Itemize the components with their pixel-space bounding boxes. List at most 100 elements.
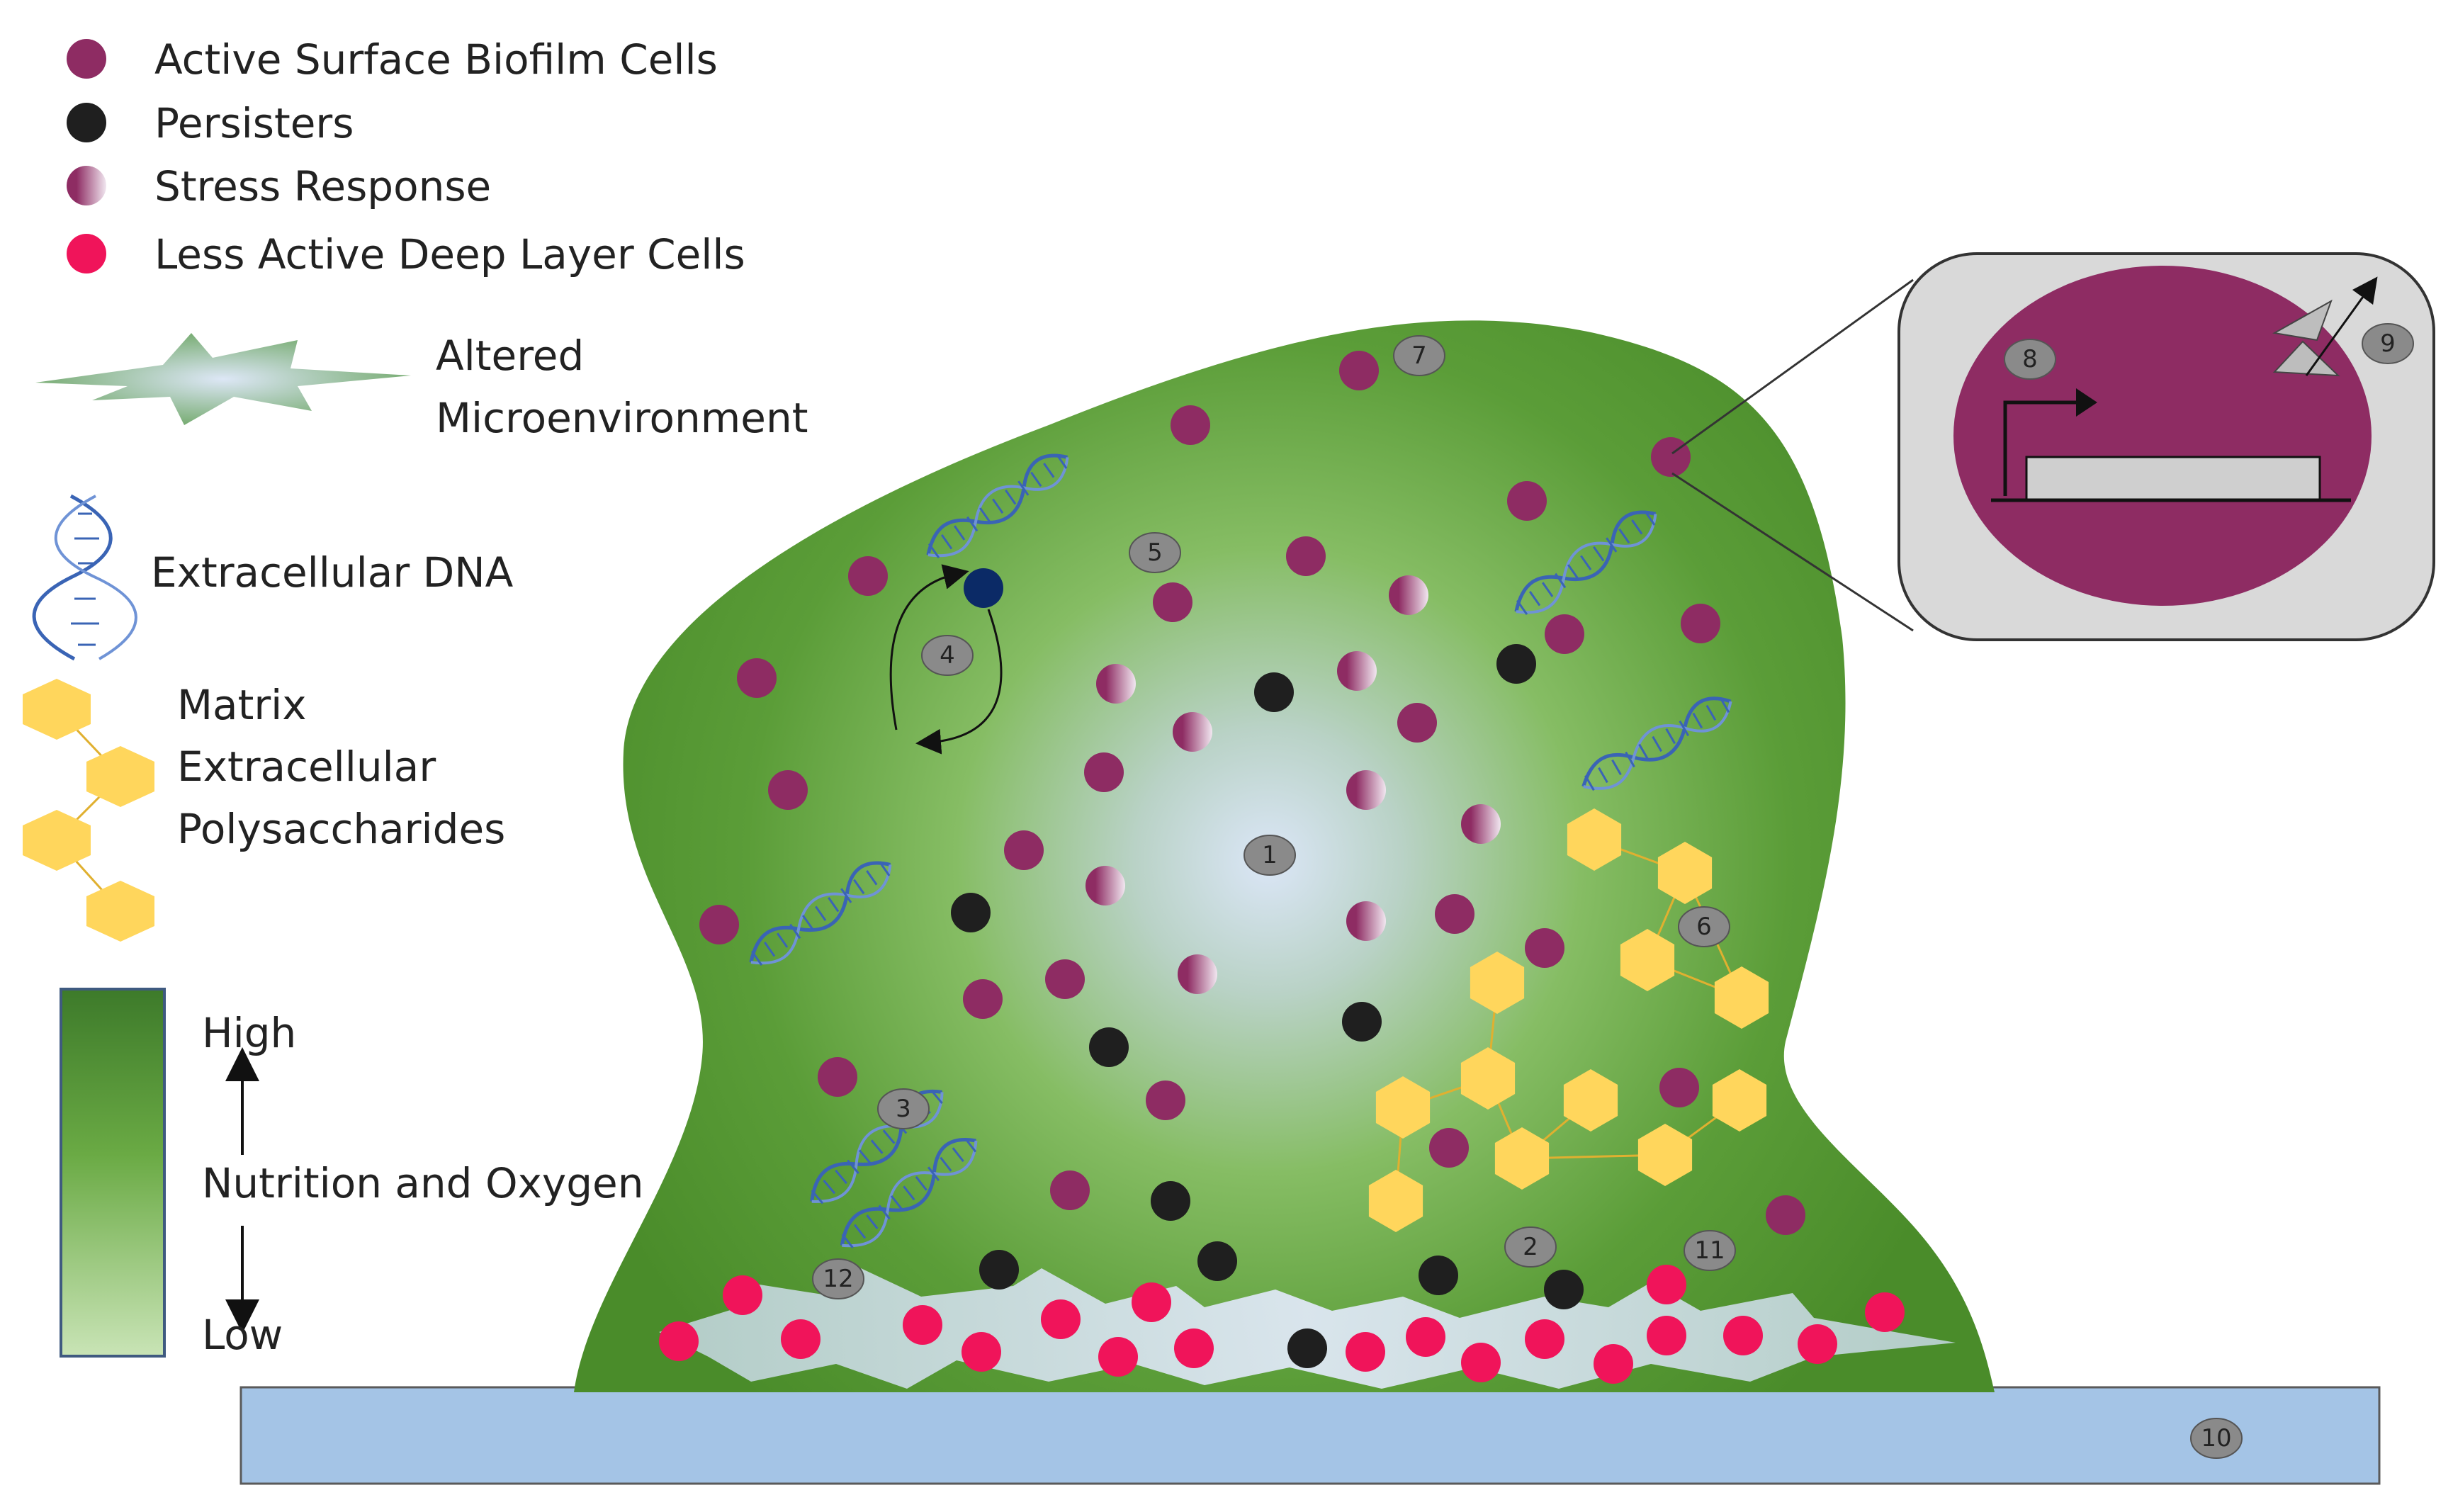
- deep-layer-cell: [659, 1321, 699, 1361]
- deep-layer-cell: [1174, 1328, 1214, 1368]
- stress-response-cell: [1461, 804, 1501, 844]
- active-surface-cell: [1651, 437, 1691, 477]
- persister-cell: [1287, 1328, 1327, 1368]
- number-badge-label: 7: [1411, 342, 1427, 370]
- active-surface-cell: [1659, 1068, 1699, 1107]
- legend-gradient-bar: [60, 988, 166, 1358]
- active-surface-cell: [1050, 1170, 1090, 1210]
- deep-layer-cell: [903, 1305, 942, 1345]
- polysaccharide-hexagon: [1460, 1047, 1516, 1110]
- inset-gene: [2025, 456, 2321, 501]
- legend-altered-star: [35, 333, 411, 425]
- substrate-surface: [239, 1386, 2381, 1485]
- number-badge-label: 9: [2380, 329, 2396, 358]
- number-badge-2: 2: [1504, 1226, 1557, 1268]
- deep-layer-cell: [1798, 1324, 1837, 1364]
- extracellular-dna-strand: [1581, 696, 1732, 791]
- number-badge-11: 11: [1684, 1230, 1736, 1271]
- active-surface-cell: [768, 770, 808, 810]
- stress-response-cell: [1096, 664, 1136, 704]
- active-surface-cell: [1171, 405, 1210, 445]
- inset-efflux-pump-icon: [2272, 276, 2378, 377]
- stress-response-cell: [1178, 954, 1217, 994]
- persister-cell: [1089, 1027, 1129, 1067]
- number-badge-label: 5: [1147, 538, 1163, 567]
- deep-layer-cell: [1041, 1299, 1081, 1339]
- deep-layer-cell: [1098, 1337, 1138, 1377]
- cell-group: [659, 351, 1905, 1384]
- legend-matrix-label-1: Matrix: [177, 681, 307, 729]
- extracellular-dna-group: [749, 453, 1732, 1248]
- active-surface-cell: [1397, 703, 1437, 743]
- polysaccharide-hexagon: [1470, 952, 1525, 1014]
- active-surface-cell: [699, 905, 739, 944]
- deep-layer-cell: [1865, 1292, 1905, 1332]
- persister-cell: [1419, 1256, 1458, 1295]
- number-badge-5: 5: [1129, 532, 1181, 573]
- active-surface-cell: [1525, 928, 1564, 968]
- number-badge-9: 9: [2362, 323, 2414, 364]
- persister-cell: [1496, 644, 1536, 684]
- legend-stress-cell: [67, 166, 106, 205]
- deep-layer-cell: [1647, 1265, 1686, 1304]
- active-surface-cell: [1507, 481, 1547, 521]
- extracellular-dna-strand: [926, 453, 1069, 559]
- active-surface-cell: [1004, 830, 1044, 870]
- deep-layer-cell: [1525, 1319, 1564, 1359]
- deep-layer-cell: [1346, 1332, 1385, 1372]
- legend-deep-label: Less Active Deep Layer Cells: [154, 230, 745, 278]
- legend-active-label: Active Surface Biofilm Cells: [154, 35, 718, 84]
- number-badge-label: 8: [2022, 345, 2038, 373]
- persister-cell: [979, 1250, 1019, 1290]
- persister-cell: [1197, 1241, 1237, 1281]
- number-badge-label: 6: [1696, 913, 1712, 941]
- polysaccharide-hexagon: [1375, 1076, 1431, 1139]
- polysaccharide-hexagon: [1620, 929, 1675, 991]
- number-badge-10: 10: [2190, 1418, 2243, 1459]
- legend-matrix-label-2: Extracellular: [177, 743, 436, 791]
- legend-dna-icon: [32, 494, 137, 661]
- number-badge-7: 7: [1393, 335, 1445, 376]
- polysaccharide-hexagon: [1567, 808, 1622, 871]
- deep-layer-cell: [1461, 1343, 1501, 1382]
- persister-cell: [1342, 1002, 1382, 1042]
- active-surface-cell: [1339, 351, 1379, 390]
- legend: Active Surface Biofilm Cells Persisters …: [23, 35, 808, 1359]
- stress-response-cell: [1173, 712, 1212, 752]
- inset-cell: [1953, 266, 2372, 606]
- inset-promoter-arrowhead: [2076, 388, 2097, 417]
- number-badge-8: 8: [2004, 339, 2056, 380]
- number-badge-label: 3: [896, 1095, 911, 1123]
- legend-altered-label-2: Microenvironment: [436, 394, 808, 442]
- stress-response-cell: [1346, 901, 1386, 941]
- legend-persister-label: Persisters: [154, 99, 354, 147]
- number-badge-3: 3: [877, 1088, 930, 1129]
- stress-response-cell: [1389, 575, 1428, 615]
- polysaccharide-matrix: [1368, 808, 1769, 1232]
- extracellular-dna-strand: [810, 1089, 944, 1204]
- extracellular-dna-strand: [840, 1137, 978, 1248]
- persister-cell: [1151, 1181, 1190, 1221]
- stress-response-cell: [1346, 770, 1386, 810]
- active-surface-cell: [1045, 959, 1085, 999]
- polysaccharide-hexagon: [1712, 1069, 1767, 1132]
- converted-cell: [964, 568, 1003, 608]
- active-surface-cell: [1766, 1195, 1805, 1235]
- legend-high-label: High: [202, 1009, 296, 1057]
- stress-response-cell: [1085, 866, 1125, 905]
- deep-layer-cell: [1647, 1316, 1686, 1355]
- active-surface-cell: [1681, 604, 1720, 643]
- legend-polysaccharide-icon: [23, 679, 154, 942]
- active-surface-cell: [1435, 894, 1474, 934]
- extracellular-dna-strand: [1514, 510, 1657, 616]
- active-surface-cell: [1429, 1128, 1469, 1168]
- number-badge-label: 4: [940, 641, 955, 670]
- deep-layer-cell: [781, 1319, 821, 1359]
- legend-persister-cell: [67, 103, 106, 142]
- number-badge-label: 10: [2201, 1424, 2231, 1452]
- legend-active-cell: [67, 39, 106, 79]
- active-surface-cell: [737, 658, 777, 698]
- persister-cell: [1544, 1270, 1584, 1309]
